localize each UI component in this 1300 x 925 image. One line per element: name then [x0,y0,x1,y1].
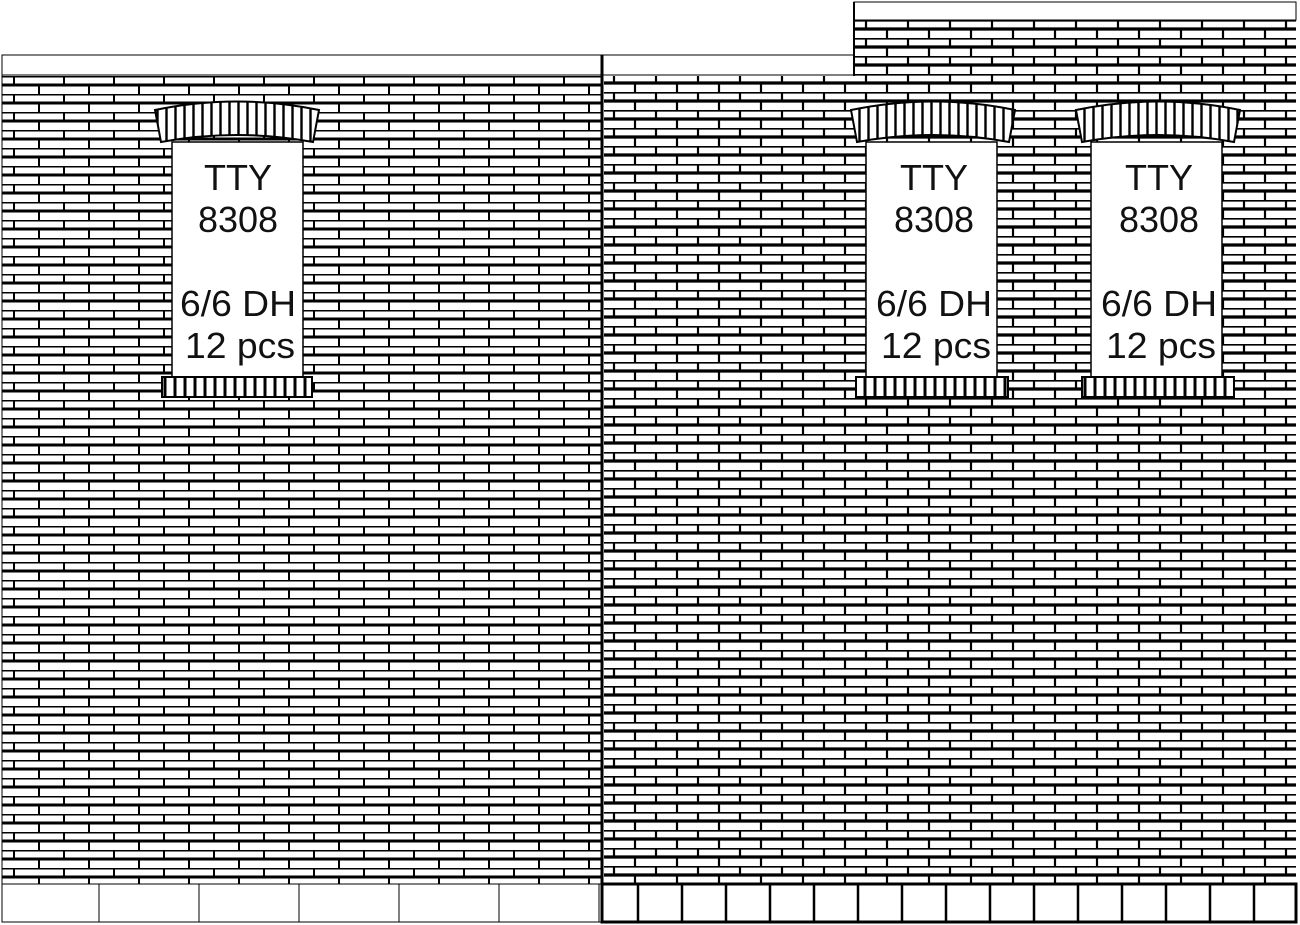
window-3-label-line3: 6/6 DH [1101,283,1217,324]
window-2-label-line1: TTY [900,157,968,198]
right-wall-foundation [600,882,1298,924]
window-3-label-line4: 12 pcs [1106,325,1216,366]
window-3-label-line2: 8308 [1119,199,1199,240]
window-2-label-line4: 12 pcs [881,325,991,366]
window-2-arch [849,100,1017,144]
window-2-label-line3: 6/6 DH [876,283,992,324]
window-1-sill [161,376,313,398]
windows-layer: TTY 8308 6/6 DH 12 pcs TTY 8308 6/6 DH 1… [153,100,1242,398]
window-1-arch [153,100,321,144]
window-2-label-line2: 8308 [894,199,974,240]
window-2: TTY 8308 6/6 DH 12 pcs [849,100,1017,398]
right-wall-brick-field-upper [854,20,1296,76]
right-wall-cap-upper [853,1,1297,21]
window-1-label-line4: 12 pcs [185,325,295,366]
window-3-sill [1081,376,1235,398]
window-3-opening [1090,141,1223,378]
right-wall-cap-lower [601,54,855,76]
window-1: TTY 8308 6/6 DH 12 pcs [153,100,321,398]
window-1-label-line3: 6/6 DH [180,283,296,324]
window-1-label-line1: TTY [204,157,272,198]
window-2-sill [855,376,1009,398]
window-1-opening [171,141,304,378]
left-wall-foundation [1,883,603,923]
window-3-label-line1: TTY [1125,157,1193,198]
window-2-opening [865,141,998,378]
left-wall-cap [1,54,603,76]
window-3: TTY 8308 6/6 DH 12 pcs [1074,100,1242,398]
window-1-label-line2: 8308 [198,199,278,240]
window-3-arch [1074,100,1242,144]
